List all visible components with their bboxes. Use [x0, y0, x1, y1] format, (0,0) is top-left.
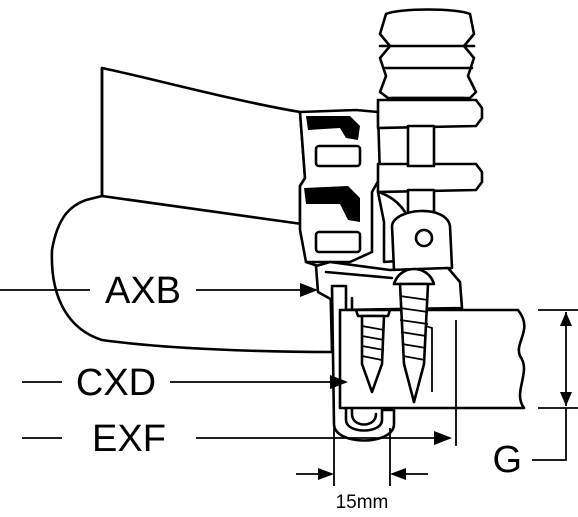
- countertop: [338, 308, 526, 410]
- label-axb: AXB: [105, 270, 181, 312]
- label-exf: EXF: [92, 418, 166, 460]
- leader-exf: [22, 320, 457, 446]
- mounting-screw-left: [354, 308, 392, 394]
- clamp-threaded-post: [376, 98, 484, 272]
- sink-bowl: [50, 66, 334, 354]
- dimension-15mm: [296, 428, 428, 486]
- label-15mm: 15mm: [336, 492, 389, 513]
- leader-axb: [0, 283, 318, 297]
- dimension-g: [532, 309, 578, 461]
- leader-cxd: [22, 375, 348, 389]
- clamp-upper-jaw: [298, 108, 382, 264]
- mounting-screw-right: [392, 267, 436, 404]
- label-cxd: CXD: [76, 362, 156, 404]
- label-g: G: [492, 439, 522, 481]
- adjustment-knob: [378, 8, 478, 114]
